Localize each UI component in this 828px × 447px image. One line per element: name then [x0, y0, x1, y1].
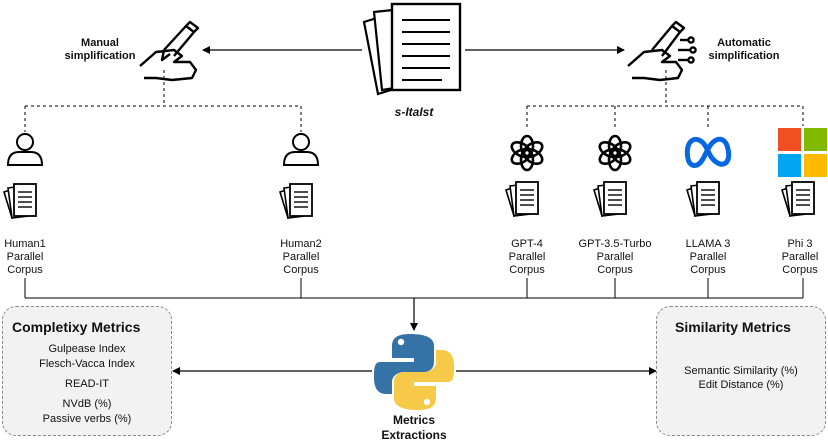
corpus-connectors	[24, 278, 804, 299]
source-documents-icon	[362, 2, 462, 96]
metric-item: NVdB (%)	[62, 398, 112, 410]
complexity-metrics-title: Completixy Metrics	[12, 319, 141, 335]
meta-logo-icon	[684, 136, 732, 168]
similarity-metrics-box: Similarity Metrics Semantic Similarity (…	[656, 306, 826, 436]
corpus-documents-icon	[505, 181, 539, 217]
circuit-hand-icon	[627, 20, 697, 82]
dashed-connectors	[24, 70, 804, 132]
corpus-documents-icon	[686, 181, 720, 217]
metric-item: Gulpease Index	[48, 343, 126, 355]
microsoft-logo-icon	[778, 128, 827, 177]
corpus-documents-icon	[593, 181, 627, 217]
corpus-documents-icon	[781, 181, 815, 217]
python-logo-icon	[374, 334, 454, 410]
person-icon	[7, 133, 43, 166]
openai-logo-icon	[507, 134, 547, 172]
metric-item: READ-IT	[65, 378, 109, 390]
source-corpus-label: s-ItaIst	[394, 105, 434, 119]
hand-pen-icon	[139, 20, 200, 82]
corpus-documents-icon	[279, 183, 313, 219]
metric-item: Flesch-Vacca Index	[39, 358, 135, 370]
metric-item: Passive verbs (%)	[42, 413, 132, 425]
metric-item: Semantic Similarity (%)	[684, 365, 798, 377]
metric-item: Edit Distance (%)	[698, 379, 784, 391]
corpus-documents-icon	[3, 183, 37, 219]
complexity-metrics-box: Completixy Metrics Gulpease Index Flesch…	[2, 306, 172, 436]
similarity-metrics-title: Similarity Metrics	[675, 319, 791, 335]
person-icon	[283, 133, 319, 166]
openai-logo-icon	[595, 134, 635, 172]
